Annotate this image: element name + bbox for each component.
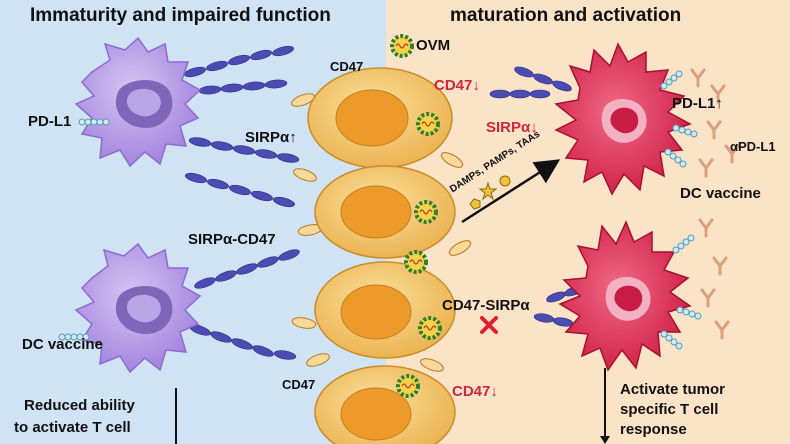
activation-down-arrow <box>600 368 610 444</box>
cd47-markers <box>291 93 472 372</box>
label-sirpa-cd47: SIRPα-CD47 <box>188 231 276 248</box>
label-ovm: OVM <box>416 37 451 54</box>
label-cd47-top: CD47 <box>330 59 364 74</box>
label-sirpa-down: SIRPα↓ <box>486 119 538 136</box>
label-activate-line2: specific T cell <box>620 401 719 418</box>
label-anti-pdl1: αPD-L1 <box>730 139 776 154</box>
label-cd47-down-bottom: CD47↓ <box>452 383 498 400</box>
ovm-particle <box>414 200 438 224</box>
label-cd47-down-top: CD47↓ <box>434 77 480 94</box>
activation-arrow <box>461 159 561 224</box>
ovm-particle <box>416 112 440 136</box>
ovm-particle <box>390 34 414 58</box>
label-activate-line3: response <box>620 421 687 438</box>
sirpa-receptors-bottom <box>189 249 300 360</box>
tumor-cell <box>314 165 456 259</box>
label-pdl1-up: PD-L1↑ <box>672 95 723 112</box>
label-reduced-line1: Reduced ability <box>24 397 135 414</box>
ovm-particles <box>390 34 442 398</box>
pdl1-chain-left-2 <box>58 333 90 341</box>
label-pdl1: PD-L1 <box>28 113 72 130</box>
pdl1-chain-right <box>660 70 702 350</box>
mature-dc-cell-bottom <box>558 220 692 372</box>
ovm-particle <box>418 316 442 340</box>
label-cd47-bottom: CD47 <box>282 377 316 392</box>
label-reduced-line2: to activate T cell <box>14 419 131 436</box>
label-dc-vaccine-left: DC vaccine <box>22 336 103 353</box>
label-sirpa-up: SIRPα↑ <box>245 129 297 146</box>
mature-dc-cell-top <box>554 42 692 196</box>
ovm-particle <box>396 374 420 398</box>
pdl1-chain-left <box>78 118 110 126</box>
label-dc-vaccine-right: DC vaccine <box>680 185 761 202</box>
immature-dc-cell-top <box>74 36 202 168</box>
right-panel-title: maturation and activation <box>450 5 682 26</box>
left-panel-title: Immaturity and impaired function <box>30 5 331 26</box>
tumor-cell <box>314 261 456 359</box>
label-activate-line1: Activate tumor <box>620 381 726 398</box>
blocked-x-icon <box>480 316 498 334</box>
tumor-cell <box>307 67 453 169</box>
sirpa-receptors-top <box>184 45 300 208</box>
anti-pdl1-antibodies <box>690 68 740 340</box>
label-cd47-sirpa: CD47-SIRPα <box>442 297 530 314</box>
sirpa-receptors-red-dc <box>489 66 584 327</box>
immature-dc-cell-bottom <box>74 242 202 374</box>
ovm-particle <box>404 250 428 274</box>
